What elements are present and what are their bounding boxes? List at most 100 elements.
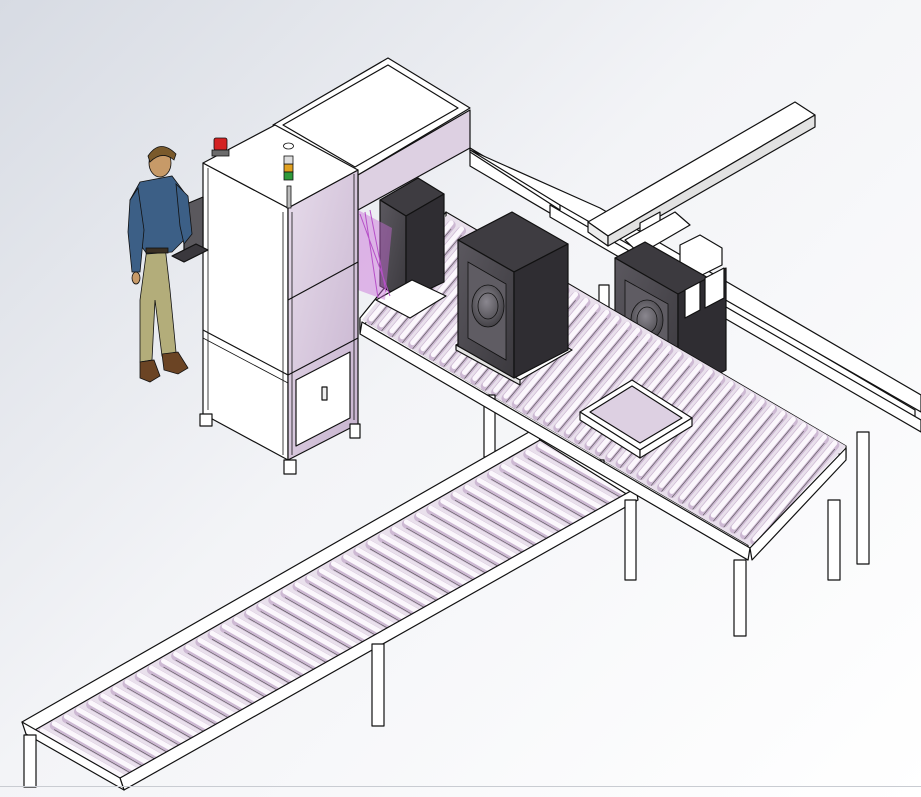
- roller: [669, 392, 755, 494]
- roller-edge: [692, 413, 773, 510]
- roller: [440, 498, 534, 554]
- roller-edge: [296, 590, 386, 641]
- roller: [752, 440, 838, 542]
- roller-edge: [272, 604, 361, 655]
- roller: [209, 630, 303, 686]
- roller: [534, 315, 620, 417]
- roller: [525, 449, 619, 505]
- roller-edge: [515, 465, 604, 516]
- roller-edge: [187, 652, 276, 704]
- roller-edge: [394, 534, 483, 586]
- roller-edge: [90, 708, 179, 759]
- roller: [379, 533, 473, 589]
- signal-tower: [283, 142, 294, 209]
- gantry-gripper: [587, 101, 816, 276]
- roller-edge: [454, 499, 544, 551]
- roller: [416, 512, 509, 568]
- roller: [679, 398, 765, 500]
- roller: [544, 321, 630, 423]
- main-conveyor-front-rail: [359, 321, 847, 561]
- roller-edge: [442, 506, 531, 558]
- roller-edge: [284, 597, 374, 648]
- roller-edge: [671, 401, 753, 498]
- roller: [88, 700, 182, 756]
- roller-edge: [479, 485, 568, 537]
- roller: [124, 679, 218, 735]
- roller-edge: [260, 611, 349, 662]
- roller-edge: [539, 451, 629, 502]
- roller: [555, 327, 641, 429]
- roller: [63, 714, 157, 770]
- roller-edge: [466, 492, 556, 544]
- roller: [710, 416, 796, 518]
- roller: [513, 456, 607, 512]
- washing-machine-unit-center: [455, 211, 573, 386]
- washing-machine-unit-inspection: [358, 177, 447, 319]
- roller: [367, 540, 461, 596]
- roller: [318, 568, 412, 624]
- roller: [112, 686, 206, 742]
- roller: [343, 554, 437, 610]
- roller-edge: [516, 312, 597, 409]
- roller-edge: [733, 436, 815, 534]
- operator-figure: [127, 146, 193, 383]
- roller-edge: [345, 562, 434, 613]
- roller: [246, 609, 339, 665]
- roller-edge: [557, 335, 639, 433]
- roller-edge: [503, 472, 592, 523]
- infeed-roller-conveyor: [21, 427, 639, 791]
- roller-edge: [211, 638, 301, 690]
- roller: [221, 623, 315, 679]
- roller-edge: [236, 625, 325, 676]
- roller-edge: [547, 329, 628, 427]
- roller-edge: [248, 618, 337, 669]
- roller-edge: [682, 407, 763, 504]
- roller: [355, 547, 449, 603]
- roller: [464, 484, 558, 540]
- roller-edge: [357, 555, 446, 607]
- roller-edge: [114, 694, 204, 746]
- roller: [428, 505, 522, 561]
- roller-edge: [309, 583, 398, 634]
- roller-edge: [744, 442, 825, 540]
- roller-edge: [102, 701, 191, 753]
- roller-edge: [381, 541, 471, 593]
- roller-edge: [151, 673, 240, 725]
- roller-edge: [54, 729, 143, 780]
- roller-edge: [66, 722, 155, 773]
- roller-edge: [333, 569, 422, 620]
- roller: [659, 387, 744, 488]
- roller: [51, 721, 145, 777]
- roller-edge: [723, 430, 804, 528]
- roller: [731, 428, 817, 530]
- roller-edge: [713, 425, 794, 522]
- roller-edge: [163, 666, 252, 718]
- inspection-cabinet: [199, 124, 361, 475]
- roller-edge: [527, 458, 616, 509]
- inspection-cabinet-upper-housing: [272, 57, 471, 211]
- roller: [700, 410, 786, 512]
- roller-edge: [139, 680, 228, 732]
- roller-edge: [321, 576, 410, 627]
- roller-edge: [526, 317, 607, 415]
- roller: [197, 637, 291, 693]
- roller-edge: [661, 395, 742, 492]
- roller: [161, 658, 254, 714]
- roller-edge: [702, 419, 784, 516]
- roller: [537, 442, 631, 498]
- infeed-roller-set: [37, 442, 633, 788]
- roller: [476, 477, 570, 533]
- roller: [452, 491, 546, 547]
- roller-edge: [650, 389, 732, 486]
- roller: [331, 561, 424, 617]
- roller: [185, 644, 279, 700]
- roller: [391, 526, 485, 582]
- beacon-light: [211, 137, 230, 157]
- roller: [39, 728, 133, 784]
- roller-edge: [418, 520, 507, 572]
- roller-edge: [491, 479, 580, 530]
- roller: [524, 309, 610, 411]
- roller: [721, 422, 807, 524]
- roller-edge: [126, 687, 216, 739]
